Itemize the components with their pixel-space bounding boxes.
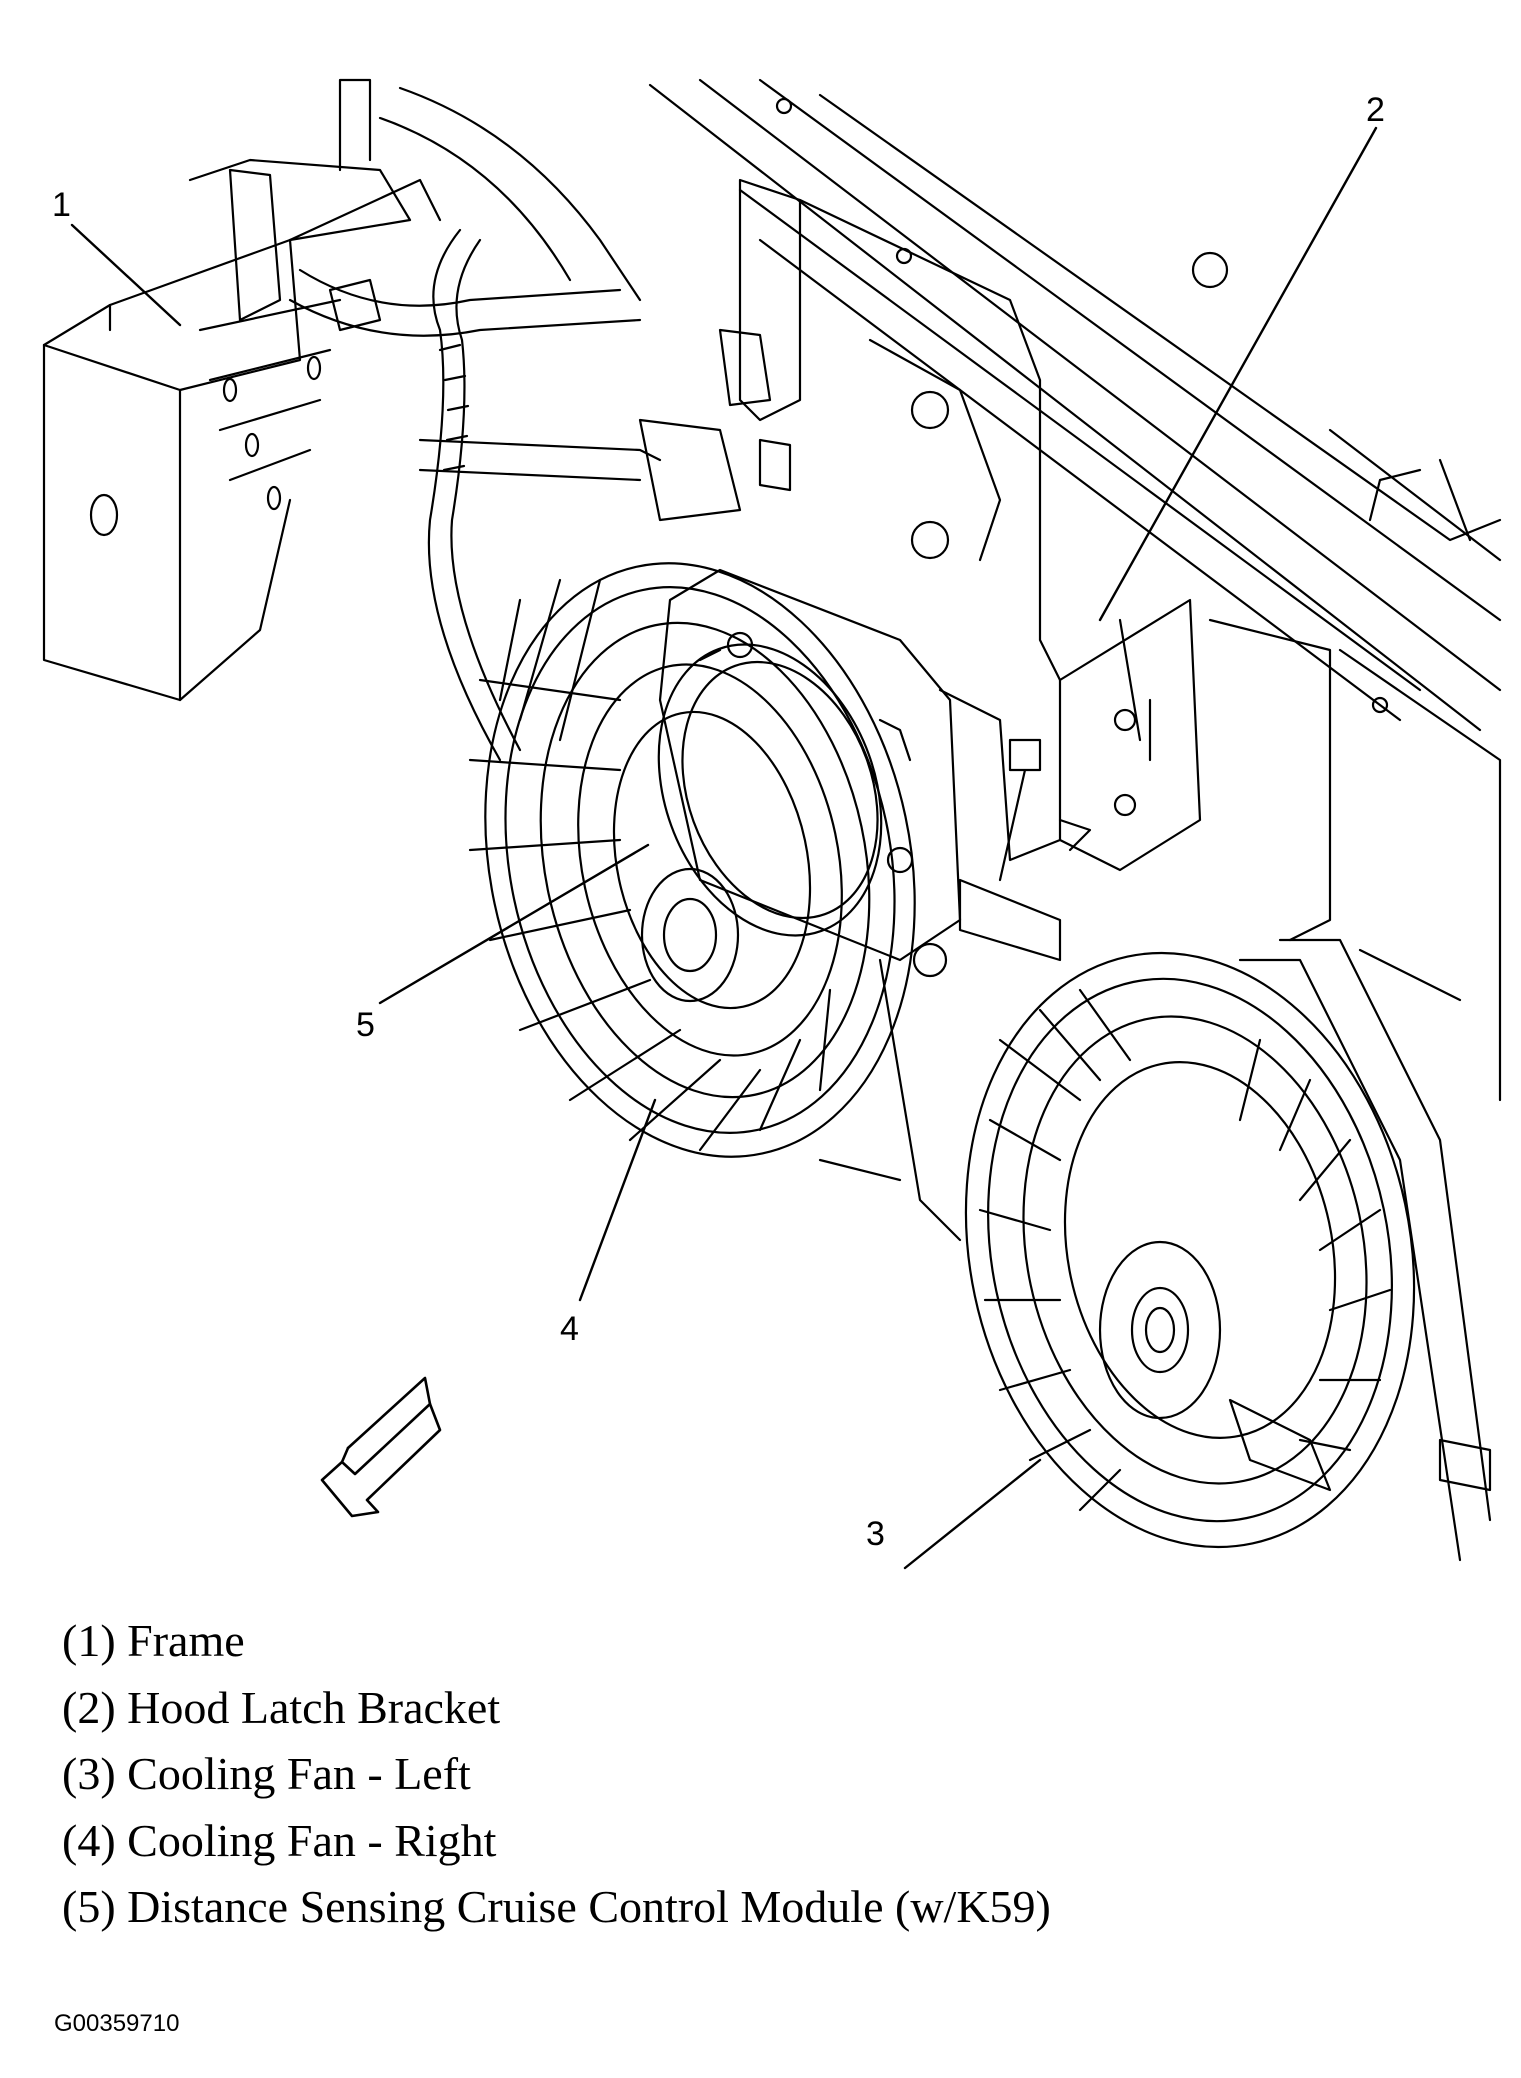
cooling-fan-right [468,562,962,1242]
hood-latch-bracket [738,178,1332,942]
legend-item-frame: (1) Frame [62,1615,245,1666]
legend-item-cruise-control-module: (5) Distance Sensing Cruise Control Modu… [62,1881,1051,1932]
cooling-fan-left [964,938,1492,1562]
callout-1-label: 1 [52,186,71,224]
legend-item-hood-latch-bracket: (2) Hood Latch Bracket [62,1681,501,1733]
callout-legend: (1) Frame (2) Hood Latch Bracket (3) Coo… [62,1608,1051,1941]
cruise-control-module [657,328,1062,978]
legend-item-cooling-fan-right: (4) Cooling Fan - Right [62,1814,497,1866]
callout-2-label: 2 [1366,91,1385,129]
legend-item-cooling-fan-left: (3) Cooling Fan - Left [62,1748,471,1799]
wiring-harness [288,228,742,762]
frame-rail [42,158,442,702]
callout-5-label: 5 [356,1006,375,1044]
front-direction-arrow [320,1376,442,1518]
callout-4-label: 4 [560,1310,579,1348]
leader-lines [70,126,1378,1570]
radiator-support-structure [338,78,1502,1102]
figure-id: G00359710 [54,2010,180,2037]
callout-3-label: 3 [866,1515,885,1553]
component-location-drawing [42,78,1502,1570]
